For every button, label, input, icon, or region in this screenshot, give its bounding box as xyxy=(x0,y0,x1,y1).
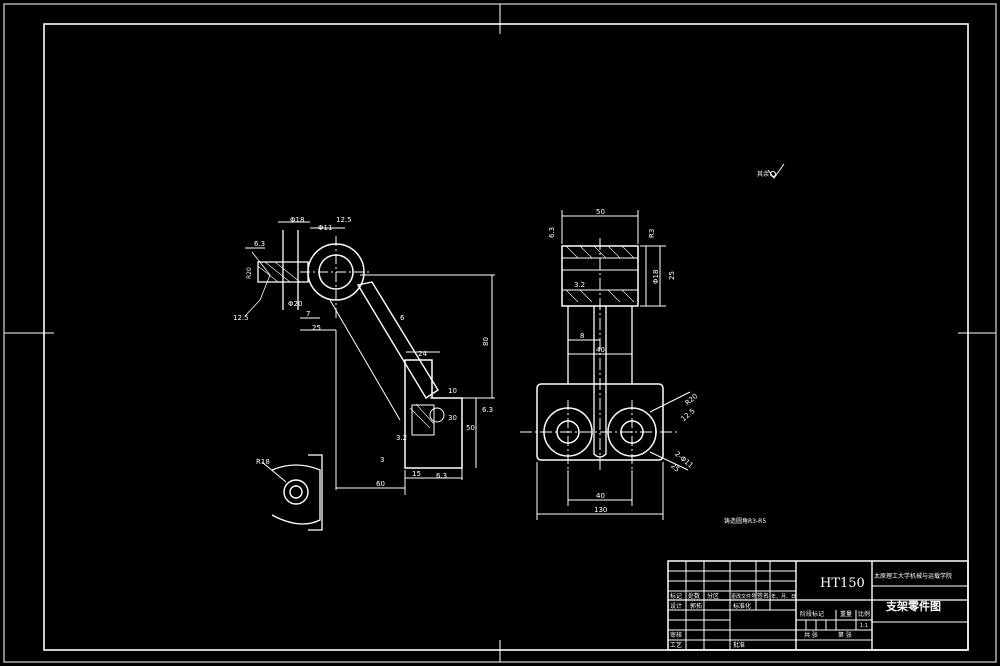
front-dim-50: 50 xyxy=(596,208,605,216)
side-dim-7: 7 xyxy=(306,310,310,318)
tb-scale-label: 比例 xyxy=(858,610,870,618)
side-dim-30: 30 xyxy=(448,414,457,422)
title-block xyxy=(667,560,969,651)
front-rough-3-2: 3.2 xyxy=(574,281,585,289)
side-dim-phi20: Φ20 xyxy=(288,300,302,308)
tb-row-label-5: 签名 xyxy=(757,592,769,600)
side-dim-24: 24 xyxy=(418,350,427,358)
roughness-symbol-icon xyxy=(767,163,785,179)
front-dim-phi18: Φ18 xyxy=(652,270,660,284)
tb-std-label: 标准化 xyxy=(733,602,751,610)
side-view-labels: Φ18 Φ11 12.5 6.3 R20 12.5 Φ20 7 25 6 24 … xyxy=(233,216,493,488)
side-dim-60: 60 xyxy=(376,480,385,488)
tb-row-label-2: 处数 xyxy=(688,592,700,600)
tb-scale-value: 1:1 xyxy=(860,623,868,629)
front-dim-25: 25 xyxy=(668,271,676,280)
tb-designer-label: 设计 xyxy=(670,602,682,610)
side-dim-15: 15 xyxy=(412,470,421,478)
tb-stage-label: 阶段标记 xyxy=(800,610,824,618)
side-dim-10: 10 xyxy=(448,387,457,395)
side-dim-phi11: Φ11 xyxy=(318,224,332,232)
side-rough-6-3-a: 6.3 xyxy=(254,240,265,248)
side-dim-80: 80 xyxy=(482,337,490,346)
technical-requirement: 铸造圆角R3-R5 xyxy=(724,517,766,525)
tb-row-label-3: 分区 xyxy=(707,592,719,600)
part-name: 支架零件图 xyxy=(885,599,941,613)
side-rough-6-3-c: 6.3 xyxy=(436,472,447,480)
surface-note-label: 其余 xyxy=(757,170,769,178)
side-dim-3: 3 xyxy=(380,456,384,464)
tb-designer-name: 郭拓 xyxy=(690,602,702,610)
side-dim-phi18: Φ18 xyxy=(290,216,304,224)
front-rough-25: 25 xyxy=(669,462,681,474)
organization-name: 太原理工大学机械与运载学院 xyxy=(874,572,952,580)
tb-sheet-total: 共 张 xyxy=(804,631,818,639)
title-block-text: HT150 太原理工大学机械与运载学院 支架零件图 标记 处数 分区 更改文件号… xyxy=(670,572,952,649)
side-rough-12-5-a: 12.5 xyxy=(336,216,352,224)
side-dim-6: 6 xyxy=(400,314,405,322)
tb-row-label-1: 标记 xyxy=(670,592,682,600)
front-dim-130: 130 xyxy=(594,506,607,514)
tb-row-label-4: 更改文件号 xyxy=(731,593,756,600)
tb-sheet-no: 第 张 xyxy=(838,631,852,639)
material-label: HT150 xyxy=(820,576,865,591)
front-dim-r3: R3 xyxy=(648,229,656,238)
side-rough-12-5-b: 12.5 xyxy=(233,314,249,322)
front-rough-6-3: 6.3 xyxy=(548,227,556,238)
front-view xyxy=(520,210,691,520)
front-dim-40-bot: 40 xyxy=(596,492,605,500)
side-dim-50: 50 xyxy=(466,424,475,432)
tb-row-label-6: 年、月、日 xyxy=(771,593,796,600)
surface-roughness-note: 其余 xyxy=(757,163,785,179)
tb-review-label: 审核 xyxy=(670,631,682,639)
side-rough-6-3-b: 6.3 xyxy=(482,406,493,414)
tb-weight-label: 重量 xyxy=(840,610,852,618)
sheet-border xyxy=(3,3,997,663)
front-dim-8: 8 xyxy=(580,332,584,340)
side-dim-r20: R20 xyxy=(246,267,253,279)
side-rough-3-2: 3.2 xyxy=(396,434,407,442)
side-view xyxy=(244,221,495,531)
tb-approve-label: 批准 xyxy=(733,641,745,649)
front-dim-40-top: 40 xyxy=(596,346,605,354)
tb-process-label: 工艺 xyxy=(670,641,682,649)
side-dim-r18: R18 xyxy=(256,458,270,466)
side-dim-25: 25 xyxy=(312,324,321,332)
